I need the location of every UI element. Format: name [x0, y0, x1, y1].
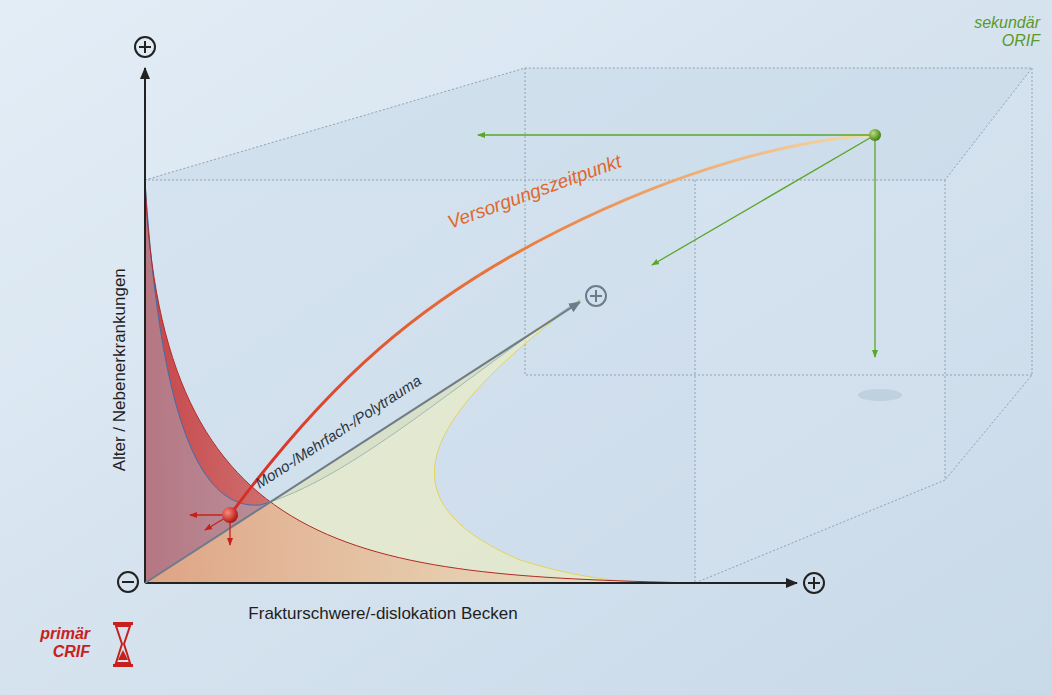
- outcome-label: sekundär ORIF: [950, 14, 1040, 51]
- outcome-label: primär CRIF: [20, 625, 90, 662]
- secondary-point: [478, 129, 902, 401]
- axis-label: Alter / Nebenerkrankungen: [110, 268, 130, 471]
- cube: [145, 68, 1032, 583]
- hourglass-icon: [113, 622, 133, 667]
- time-curve: [230, 135, 875, 515]
- axis-label: Frakturschwere/-dislokation Becken: [248, 604, 517, 624]
- primary-point: [190, 507, 238, 545]
- surfaces: [145, 180, 695, 583]
- axes: [118, 37, 824, 593]
